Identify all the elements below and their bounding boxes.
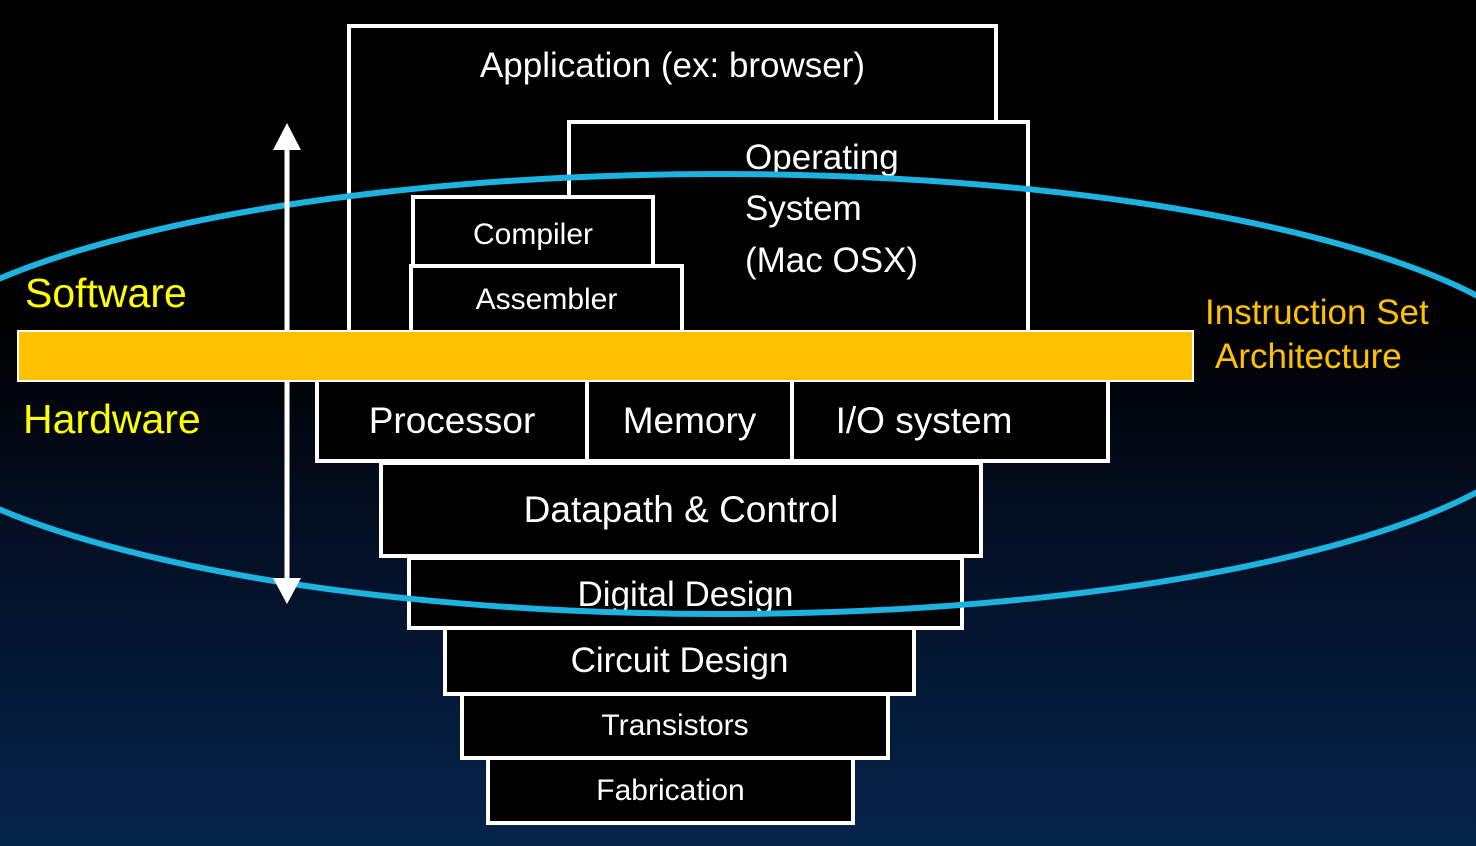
transistors-label: Transistors	[601, 709, 749, 742]
processor-box: Processor	[315, 378, 589, 463]
hardware-label: Hardware	[23, 396, 201, 442]
datapath-control-box: Datapath & Control	[379, 461, 983, 558]
assembler-label: Assembler	[475, 283, 618, 316]
isa-label-line-1: Instruction Set	[1205, 293, 1429, 332]
os-label-line-3: (Mac OSX)	[745, 241, 919, 280]
isa-label-line-2: Architecture	[1215, 337, 1402, 376]
digital-design-label: Digital Design	[577, 575, 794, 614]
software-label: Software	[25, 270, 187, 316]
transistors-box: Transistors	[460, 692, 890, 760]
isa-bar	[17, 330, 1194, 382]
processor-label: Processor	[368, 399, 536, 441]
os-label-line-1: Operating	[745, 138, 899, 177]
io-system-label: I/O system	[835, 399, 1013, 441]
memory-box: Memory	[585, 378, 794, 463]
os-label-line-2: System	[745, 189, 862, 228]
circuit-design-box: Circuit Design	[443, 626, 916, 696]
compiler-label: Compiler	[472, 218, 594, 251]
fabrication-label: Fabrication	[596, 773, 745, 807]
fabrication-box: Fabrication	[486, 756, 855, 825]
io-system-box: I/O system	[790, 378, 1110, 463]
application-label: Application (ex: browser)	[479, 46, 866, 85]
compiler-box: Compiler	[411, 195, 655, 275]
digital-design-box: Digital Design	[407, 556, 964, 630]
circuit-design-label: Circuit Design	[570, 641, 789, 680]
memory-label: Memory	[622, 399, 757, 441]
datapath-control-label: Datapath & Control	[523, 488, 839, 530]
